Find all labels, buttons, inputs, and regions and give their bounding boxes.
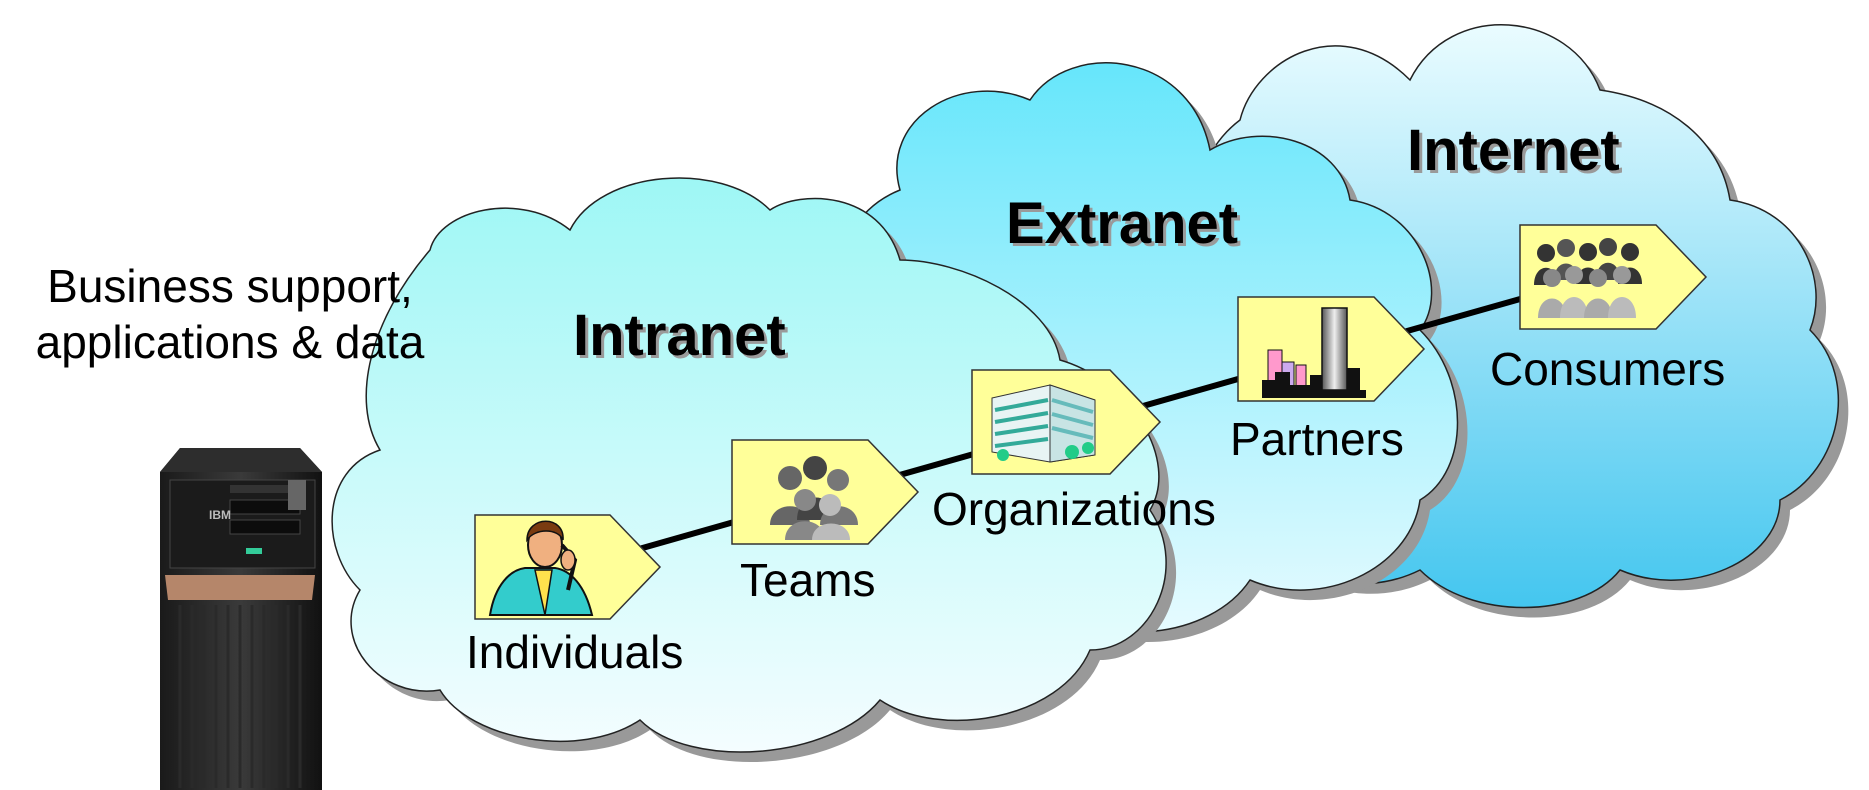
internet-title: Internet xyxy=(1407,118,1620,183)
crowd-icon xyxy=(1534,238,1642,318)
teams-label: Teams xyxy=(740,554,876,606)
organizations-label: Organizations xyxy=(932,483,1216,535)
consumers-tag xyxy=(1519,224,1708,330)
business-support-label: Business support, applications & data xyxy=(35,260,425,368)
office-building-icon xyxy=(991,384,1096,463)
partners-label: Partners xyxy=(1230,413,1404,465)
individuals-tag xyxy=(474,514,662,620)
city-skyline-icon xyxy=(1262,307,1366,398)
extranet-title: Extranet xyxy=(1006,191,1239,256)
person-on-phone-icon xyxy=(488,520,594,616)
people-group-icon xyxy=(770,456,858,540)
intranet-title: Intranet xyxy=(573,303,786,368)
individuals-label: Individuals xyxy=(466,626,684,678)
server-logo: IBM xyxy=(209,508,231,522)
organizations-tag xyxy=(971,369,1162,475)
server-tower-icon: IBM xyxy=(160,448,322,790)
teams-tag xyxy=(731,439,920,545)
consumers-label: Consumers xyxy=(1490,343,1726,395)
partners-tag xyxy=(1237,296,1426,402)
